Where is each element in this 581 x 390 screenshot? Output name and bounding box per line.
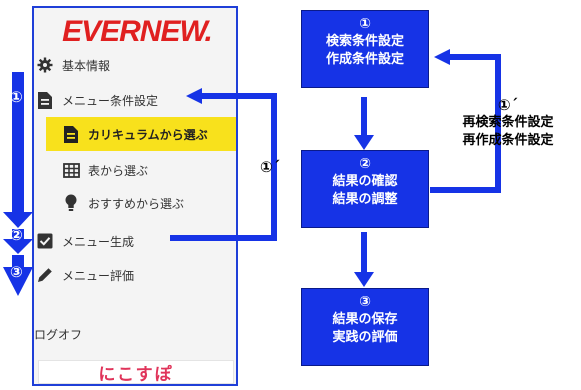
sidebar-loop-arrow [170,88,277,241]
gear-icon [34,57,56,73]
left-arrow-1-shaft [12,72,24,212]
checkbox-icon [34,233,56,249]
step1-to-step2-head [354,135,374,150]
nikosupo-logo: にこすぽ [38,360,234,385]
flow-loop-line [430,54,501,193]
flow-loop-line-1: 再検索条件設定 [462,115,554,130]
sidebar-loop-label: ①´ [260,158,281,176]
sidebar-item-basic-info[interactable]: 基本情報 [34,48,236,82]
pencil-icon [34,267,56,283]
flow-loop-head [434,49,450,65]
left-arrow-2-head [3,239,33,254]
step2-to-step3-shaft [361,232,367,274]
flow-loop-arrow [430,49,501,193]
step-3-box: ③ 結果の保存 実践の評価 [301,288,429,366]
flow-loop-label: ①´ 再検索条件設定 再作成条件設定 [440,96,576,150]
sidebar-item-menu-generate[interactable]: メニュー生成 [34,224,236,258]
step-1-number: ① [359,16,371,32]
sidebar-item-label: 基本情報 [62,58,111,73]
step-2-number: ② [359,156,371,172]
evernew-logo: EVERNEW. [62,15,213,48]
step2-to-step3-head [354,272,374,287]
sidebar-item-menu-evaluate[interactable]: メニュー評価 [34,258,236,292]
sidebar-loop-head [186,88,202,104]
step-3-number: ③ [359,294,371,310]
step-down-arrows [354,97,374,287]
left-arrow-1-head [3,212,33,228]
left-arrow-2-shaft [12,229,24,239]
document-icon [60,125,82,143]
step-1-box: ① 検索条件設定 作成条件設定 [301,10,429,88]
step1-to-step2-shaft [361,97,367,137]
sidebar-item-label: カリキュラムから選ぶ [88,127,208,142]
left-arrow-3-shaft [12,255,24,267]
step-1-line-1: 検索条件設定 [325,34,404,49]
step-1-line-2: 作成条件設定 [325,52,404,67]
sidebar-loop-line [170,93,277,241]
sidebar-panel: EVERNEW. 基本情報 メニュー条件設定 カリキュラムから選ぶ 表から選ぶ … [32,6,238,386]
sidebar-item-label: 表から選ぶ [88,163,149,178]
grid-table-icon [60,162,82,178]
left-arrow-3-head [3,267,33,296]
sidebar-item-table[interactable]: 表から選ぶ [60,153,236,187]
sidebar-item-label: メニュー条件設定 [62,93,159,108]
sidebar-item-curriculum[interactable]: カリキュラムから選ぶ [46,117,236,151]
marker-step-2: ② [10,226,23,244]
sidebar-item-label: おすすめから選ぶ [88,196,185,211]
left-step-arrows [3,72,33,296]
document-icon [34,91,56,109]
flow-loop-line-2: 再作成条件設定 [462,133,554,148]
logout-link[interactable]: ログオフ [34,328,83,342]
step-2-line-1: 結果の確認 [332,174,398,189]
step-3-line-1: 結果の保存 [332,312,398,327]
step-3-line-2: 実践の評価 [332,330,398,345]
sidebar-item-recommend[interactable]: おすすめから選ぶ [60,186,236,220]
step-2-line-2: 結果の調整 [332,192,398,207]
sidebar-item-menu-conditions[interactable]: メニュー条件設定 [34,83,236,117]
flow-loop-number: ①´ [497,96,519,114]
sidebar-item-label: メニュー生成 [62,234,135,249]
marker-step-1: ① [10,88,23,106]
sidebar-item-label: メニュー評価 [62,268,135,283]
marker-step-3: ③ [10,263,23,281]
lightbulb-icon [60,194,82,212]
step-2-box: ② 結果の確認 結果の調整 [301,150,429,228]
